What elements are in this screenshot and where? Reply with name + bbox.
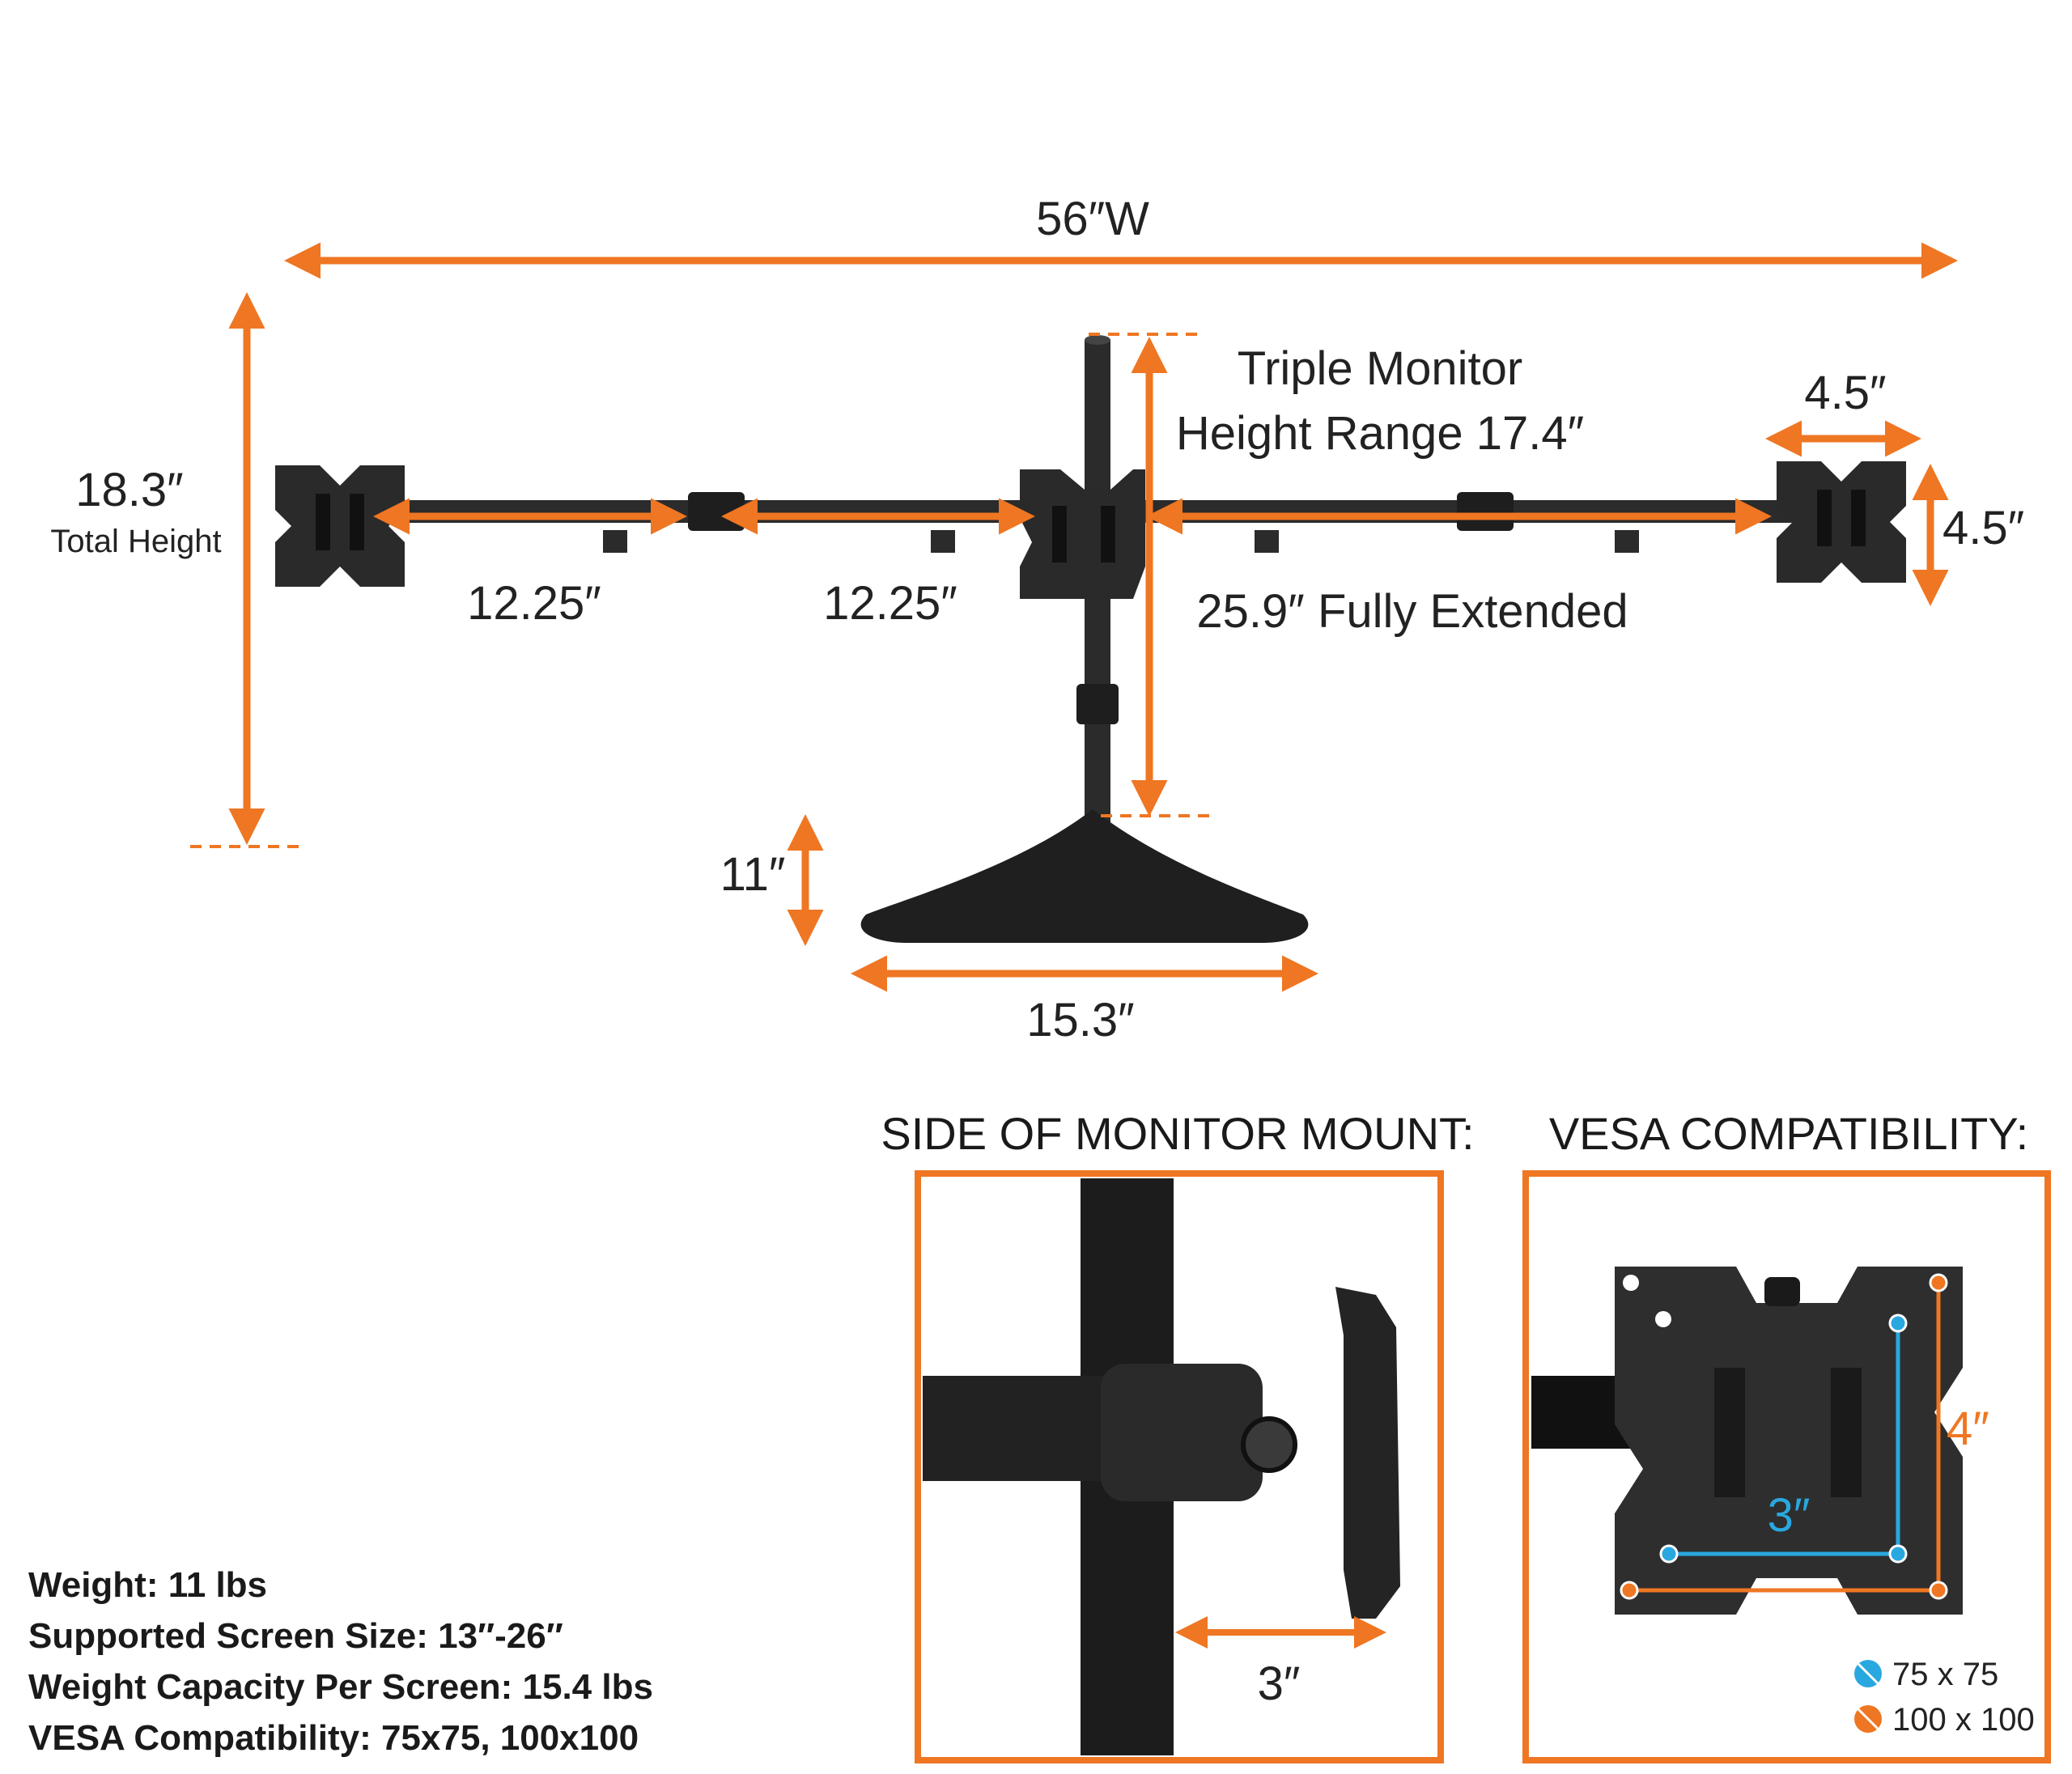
side-3in-label: 3″ — [1258, 1657, 1301, 1710]
vesa-hole — [1655, 1311, 1671, 1327]
vesa-knob — [1764, 1277, 1800, 1306]
stand-base — [860, 809, 1309, 943]
arm-clip — [1255, 530, 1279, 553]
arm-clip — [1615, 530, 1639, 553]
vesa-panel: 4″ 3″ 75 x 75 100 x 100 — [1522, 1170, 2051, 1763]
left-arm-joint — [688, 492, 745, 531]
side-pivot — [1101, 1364, 1263, 1501]
plate-width-label: 4.5″ — [1804, 367, 1886, 419]
side-panel-title: SIDE OF MONITOR MOUNT: — [881, 1108, 1474, 1159]
base-height-label: 11″ — [720, 848, 786, 901]
arm-inner-label: 12.25″ — [823, 577, 957, 630]
spec-vesa: VESA Compatibility: 75x75, 100x100 — [28, 1718, 639, 1758]
spec-screen-size: Supported Screen Size: 13″-26″ — [28, 1616, 563, 1656]
side-arm — [923, 1376, 1117, 1481]
arm-left-label: 12.25″ — [467, 577, 601, 630]
overall-width-label: 56″W — [1036, 193, 1149, 245]
specs-list: Weight: 11 lbs Supported Screen Size: 13… — [28, 1565, 653, 1758]
base-width-label: 15.3″ — [1026, 994, 1134, 1046]
side-vesa-plate — [1335, 1287, 1400, 1619]
vesa-slot — [1714, 1368, 1745, 1497]
vesa-4in-label: 4″ — [1947, 1403, 1989, 1455]
pole-cap — [1085, 335, 1110, 345]
arm-clip — [603, 530, 627, 553]
vesa-panel-title: VESA COMPATIBILITY: — [1549, 1108, 2028, 1159]
total-height-label: Total Height — [50, 524, 221, 559]
arm-extended-label: 25.9″ Fully Extended — [1196, 585, 1628, 638]
right-arm-joint — [1457, 492, 1514, 531]
plate-height-label: 4.5″ — [1942, 502, 2024, 554]
height-clamp — [1076, 684, 1119, 724]
legend-100: 100 x 100 — [1892, 1702, 2035, 1738]
legend-75: 75 x 75 — [1892, 1657, 1998, 1692]
vesa-plate-center — [1020, 469, 1145, 599]
arm-clip — [931, 530, 955, 553]
vesa-plate-left — [275, 465, 405, 587]
height-range-line2: Height Range 17.4″ — [1176, 407, 1584, 460]
spec-weight-capacity: Weight Capacity Per Screen: 15.4 lbs — [28, 1667, 653, 1707]
vesa-hole — [1623, 1275, 1639, 1291]
dimension-lines — [228, 242, 1958, 992]
vesa-plate — [1615, 1267, 1963, 1615]
vesa-3in-label: 3″ — [1768, 1489, 1811, 1542]
total-height-value: 18.3″ — [75, 464, 183, 516]
spec-weight: Weight: 11 lbs — [28, 1565, 267, 1605]
vesa-slot — [1831, 1368, 1862, 1497]
height-range-line1: Triple Monitor — [1238, 342, 1522, 395]
triple-monitor-stand — [275, 335, 1906, 943]
side-panel: 3″ — [915, 1170, 1444, 1763]
vesa-plate-right — [1777, 461, 1906, 583]
pivot-bolt — [1241, 1416, 1297, 1473]
